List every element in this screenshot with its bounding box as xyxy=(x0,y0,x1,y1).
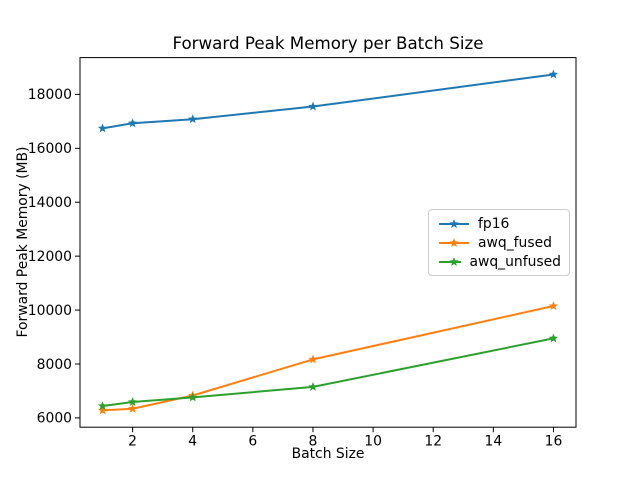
x-tick-label: 10 xyxy=(364,434,382,450)
axes-frame xyxy=(79,57,577,428)
legend-label: fp16 xyxy=(478,215,510,232)
legend-sample-line xyxy=(439,218,469,228)
y-axis-label: Forward Peak Memory (MB) xyxy=(15,146,31,338)
series-marker-fp16 xyxy=(97,123,108,133)
series-marker-awq_unfused xyxy=(548,333,559,343)
legend-item-fp16: fp16 xyxy=(438,215,561,232)
series-marker-fp16 xyxy=(127,118,138,128)
series-marker-awq_fused xyxy=(127,403,138,413)
legend: fp16 awq_fused awq_unfused xyxy=(428,209,570,276)
series-marker-awq_unfused xyxy=(97,401,108,410)
series-line-fp16 xyxy=(102,73,554,130)
star-marker-icon xyxy=(449,237,459,247)
legend-item-awq_fused: awq_fused xyxy=(438,234,561,251)
y-tick-label: 14000 xyxy=(28,195,72,211)
x-tick-label: 16 xyxy=(545,434,563,450)
legend-label: awq_unfused xyxy=(469,253,561,270)
x-tick-label: 14 xyxy=(484,434,502,450)
series-marker-awq_unfused xyxy=(308,382,318,391)
x-tick-label: 4 xyxy=(188,434,197,450)
x-tick-label: 12 xyxy=(424,434,442,450)
series-marker-fp16 xyxy=(548,69,559,79)
series-marker-awq_fused xyxy=(548,301,559,310)
series-marker-fp16 xyxy=(188,114,198,124)
series-marker-awq_fused xyxy=(97,405,108,415)
series-marker-awq_fused xyxy=(308,354,318,364)
x-axis-label: Batch Size xyxy=(291,446,365,462)
x-tick-label: 8 xyxy=(309,434,318,450)
series-marker-awq_unfused xyxy=(127,397,138,406)
series-marker-fp16 xyxy=(308,101,318,111)
series-marker-awq_unfused xyxy=(188,392,198,402)
chart-title: Forward Peak Memory per Batch Size xyxy=(172,33,484,53)
y-tick-label: 10000 xyxy=(28,303,72,319)
x-tick-label: 6 xyxy=(248,434,257,450)
legend-label: awq_fused xyxy=(478,234,552,251)
y-tick-label: 8000 xyxy=(37,357,72,373)
y-tick-label: 16000 xyxy=(28,141,72,157)
y-tick-label: 18000 xyxy=(28,87,72,103)
legend-sample-line xyxy=(439,256,462,266)
y-tick-label: 6000 xyxy=(37,411,72,427)
series-line-awq_unfused xyxy=(102,337,554,408)
series-line-awq_fused xyxy=(102,305,554,412)
legend-item-awq_unfused: awq_unfused xyxy=(438,253,561,270)
y-tick-label: 12000 xyxy=(28,249,72,265)
legend-sample-line xyxy=(439,237,469,247)
star-marker-icon xyxy=(449,218,459,228)
star-marker-icon xyxy=(449,256,459,266)
x-tick-label: 2 xyxy=(128,434,137,450)
